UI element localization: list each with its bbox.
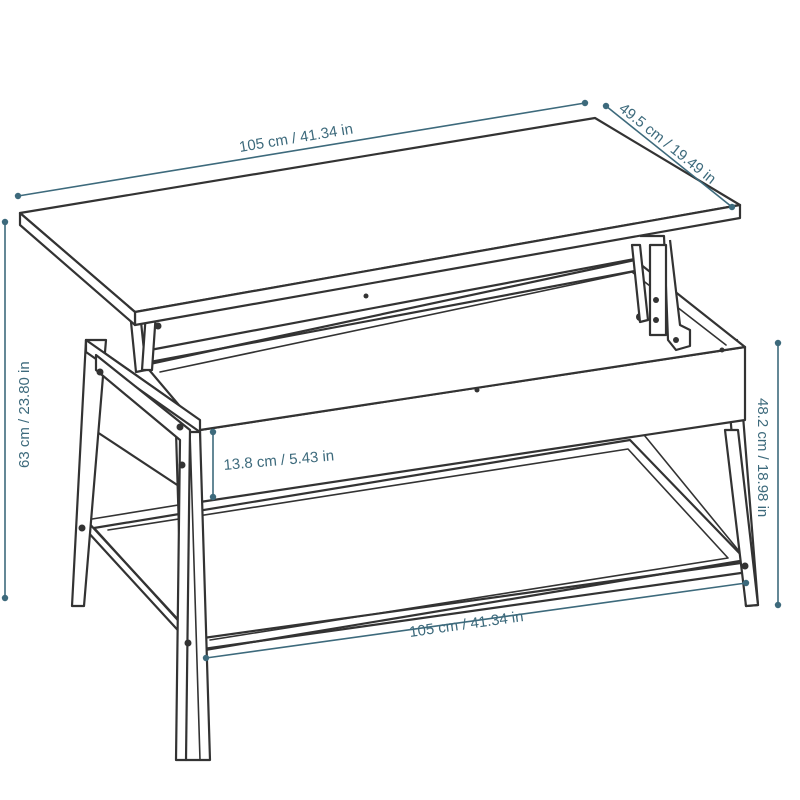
bolt <box>78 524 86 532</box>
bolt <box>653 297 659 303</box>
bolt <box>184 639 192 647</box>
bolt <box>719 347 725 353</box>
table-drawing <box>18 116 760 762</box>
lift-arm-right <box>630 243 650 324</box>
side-left-leg <box>70 338 108 608</box>
dimension-base-height: 48.2 cm / 18.98 in <box>754 339 782 609</box>
bottom-shelf-inner <box>107 448 729 641</box>
bolt <box>474 387 480 393</box>
table-top-left-edge <box>18 211 137 327</box>
dimension-total-height: 63 cm / 23.80 in <box>1 218 33 602</box>
front-right-leg <box>723 428 760 608</box>
bolt <box>363 293 369 299</box>
lift-bracket-right <box>648 243 668 337</box>
bolt <box>176 423 184 431</box>
bolt <box>154 322 162 330</box>
label-base-height: 48.2 cm / 18.98 in <box>754 398 771 517</box>
front-left-leg-edge <box>189 431 201 761</box>
bolt <box>96 368 104 376</box>
bolt <box>741 562 749 570</box>
label-total-height: 63 cm / 23.80 in <box>16 361 33 468</box>
bolt <box>673 337 679 343</box>
bolt <box>178 461 186 469</box>
bolt <box>653 317 659 323</box>
side-left-brace <box>94 353 192 762</box>
side-left-upper-rail <box>84 338 202 434</box>
